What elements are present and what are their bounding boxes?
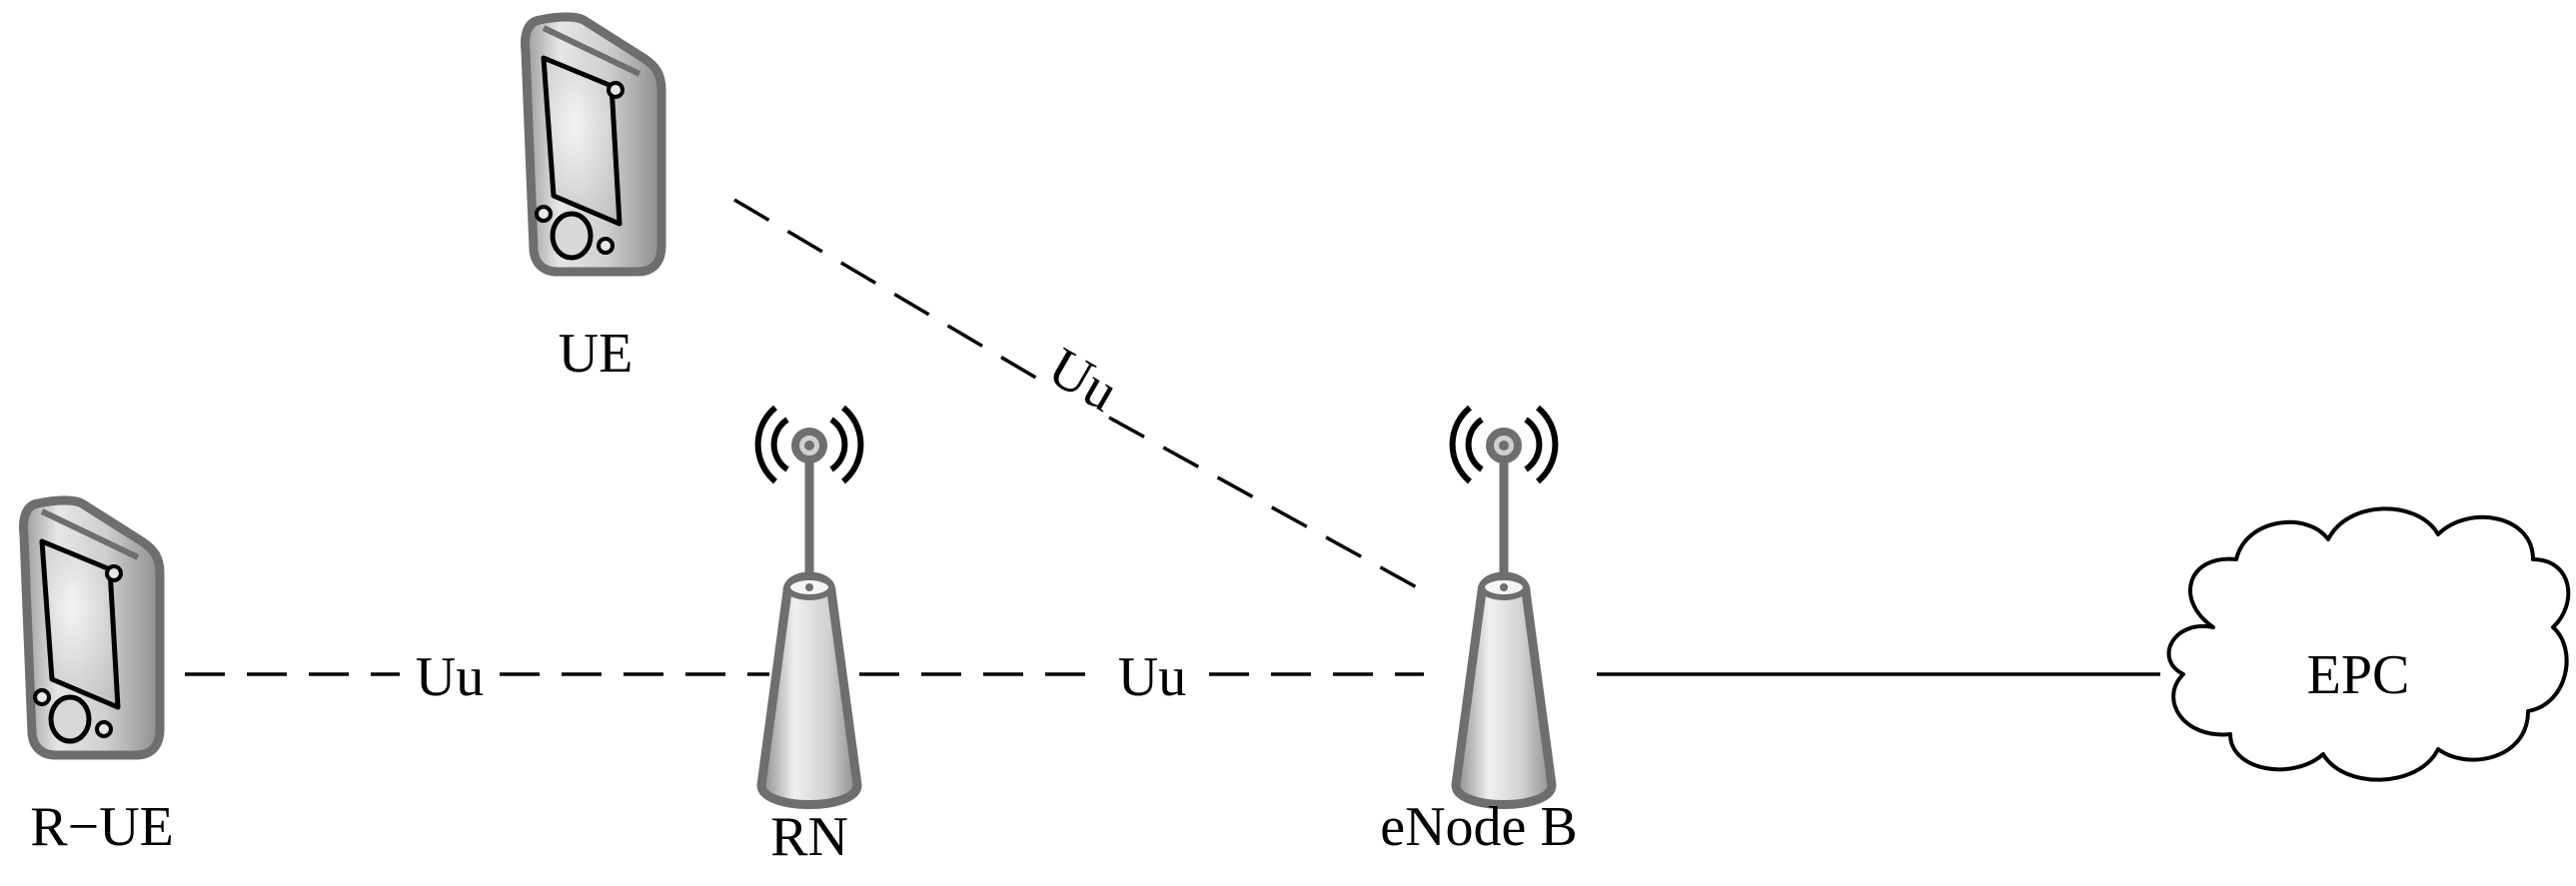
radio-antenna-icon <box>1453 408 1556 805</box>
epc-label: EPC <box>2307 644 2410 706</box>
link-label-ue-enodeb: Uu <box>1038 336 1128 424</box>
r-ue-node: R−UE <box>24 500 174 858</box>
radio-antenna-icon <box>758 408 861 805</box>
link-ue-enodeb <box>1108 416 1425 593</box>
enodeb-label: eNode B <box>1380 796 1578 858</box>
rn-node: RN <box>758 408 861 868</box>
mobile-phone-icon <box>24 500 160 755</box>
link-ue-enodeb <box>733 198 1040 382</box>
cloud-icon <box>2166 506 2571 782</box>
epc-node: EPC <box>2166 506 2571 782</box>
r-ue-label: R−UE <box>30 796 174 858</box>
ue-label: UE <box>559 323 634 385</box>
enodeb-node: eNode B <box>1380 408 1578 858</box>
link-label-rn-enodeb: Uu <box>1118 646 1186 708</box>
rn-label: RN <box>770 806 848 868</box>
link-label-rue-rn: Uu <box>416 646 484 708</box>
ue-node: UE <box>526 17 661 385</box>
mobile-phone-icon <box>526 17 661 272</box>
